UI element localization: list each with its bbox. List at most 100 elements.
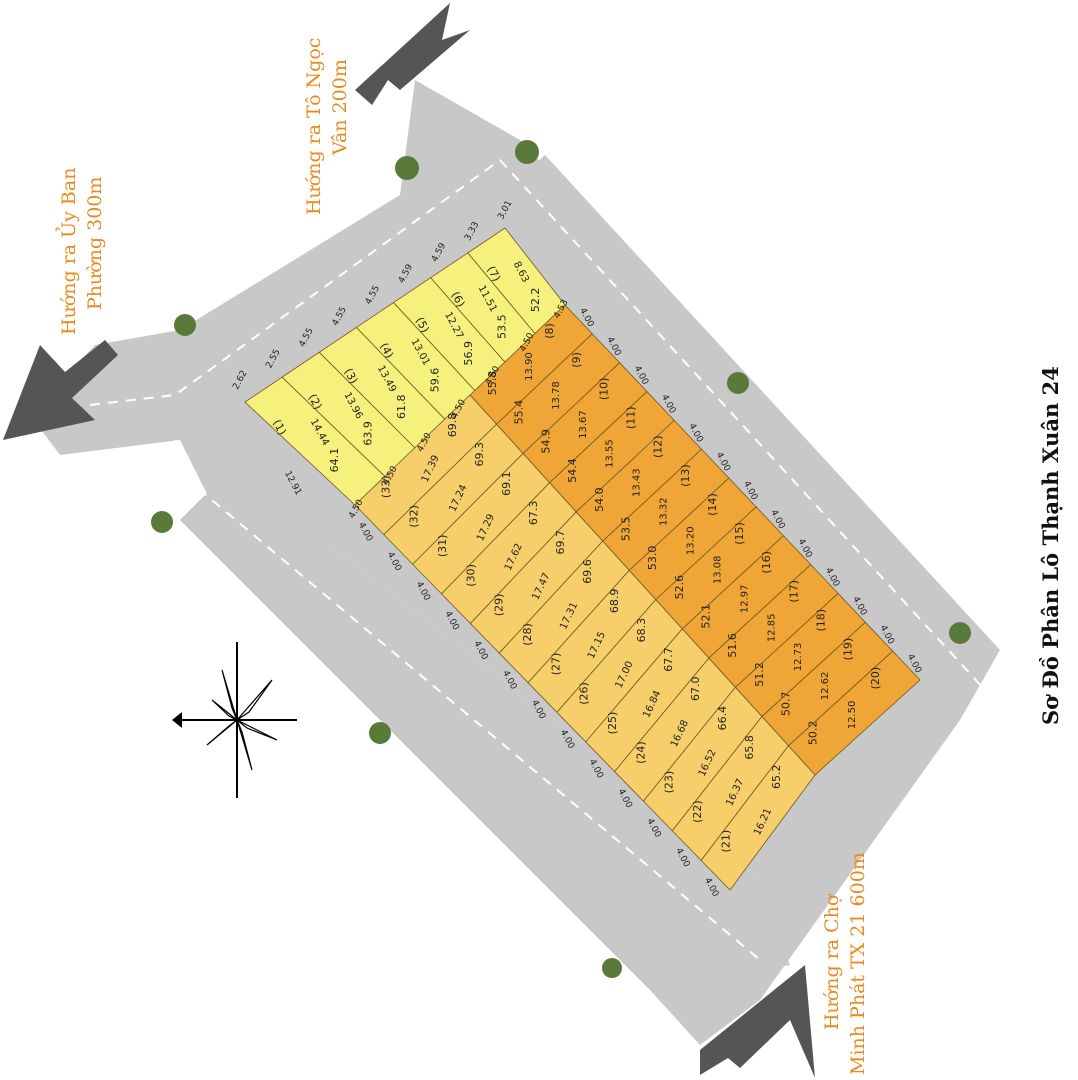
direction-top-left-line1: Hướng ra Ủy Ban [55,168,80,335]
direction-arrows [3,3,815,1078]
lot-length: 13.32 [659,497,670,526]
lot-area: 69.7 [554,530,567,555]
lot-area: 51.2 [753,662,766,687]
lot-id: (2) [306,392,325,412]
lot-id: (7) [484,264,503,284]
compass-icon [172,642,297,798]
tree-icon [174,314,196,336]
lot-id: (24) [634,741,647,764]
lot-id: (9) [570,352,583,368]
lot-id: (14) [706,493,719,516]
lot-area: 68.9 [608,589,621,614]
lot-area: 55.4 [513,400,526,425]
lot-length: 13.90 [524,352,535,381]
lot-id: (5) [413,315,432,335]
direction-top-left-line2: Phường 300m [84,177,106,310]
page-title: Sơ Đồ Phân Lô Thạnh Xuân 24 [1038,366,1063,725]
lot-length: 13.43 [632,468,643,497]
lot-area: 53.5 [496,314,509,339]
lot-id: (19) [842,638,855,661]
arrow-bottom-icon [700,965,815,1078]
lot-area: 64.1 [328,448,341,473]
lot-id: (27) [549,653,562,676]
lot-id: (3) [341,366,360,386]
lots-layer [244,227,921,891]
lot-id: (29) [493,594,506,617]
lot-id: (13) [679,464,692,487]
tree-icon [515,140,539,164]
direction-bottom-line2: Minh Phát TX 21 600m [847,852,869,1075]
direction-bottom-line1: Hướng ra Chợ [821,893,843,1030]
lot-area: 67.0 [689,677,702,702]
lot-id: (20) [869,667,882,690]
lot-id: (11) [624,406,637,429]
lot-id: (25) [606,712,619,735]
lot-area: 69.6 [581,559,594,584]
lot-id: (18) [815,609,828,632]
lot-id: (8) [543,323,556,339]
lot-id: (4) [377,341,396,361]
lot-area: 50.7 [780,691,793,716]
lot-id: (15) [733,522,746,545]
lot-id: (6) [449,289,468,309]
lot-area: 53.0 [646,546,659,571]
trees [151,140,971,978]
lot-length: 13.20 [686,526,697,555]
lot-area: 55.8 [486,371,499,396]
road-centerline-right [499,159,986,691]
lot-area: 50.2 [806,721,819,746]
lot-area: 54.4 [566,458,579,483]
tree-icon [151,511,173,533]
tree-icon [395,156,419,180]
lot-id: (26) [578,682,591,705]
direction-top-line1: Hướng ra Tô Ngọc [303,38,325,215]
lot-area: 59.6 [429,368,442,393]
road-bottom [180,490,790,990]
lot-area: 67.3 [527,501,540,526]
lot-area: 52.6 [673,575,686,600]
lot-area: 51.6 [726,633,739,658]
lot-length: 13.78 [551,381,562,410]
lot-id: (33) [379,476,392,499]
lot-area: 68.3 [635,618,648,643]
lot-area: 54.9 [539,429,552,454]
lot-length: 13.55 [605,439,616,468]
lot-id: (1) [270,417,289,437]
lot-area: 52.2 [529,288,542,313]
lot-area: 52.1 [700,604,713,629]
direction-bottom: Hướng ra Chợ Minh Phát TX 21 600m [821,852,869,1075]
lot-length: 13.08 [712,555,723,584]
lot-id: (31) [436,535,449,558]
lot-id: (16) [760,551,773,574]
lot-id: (12) [652,435,665,458]
lot-length: 12.97 [739,585,750,614]
lot-area: 69.1 [500,471,513,496]
lot-length: 13.67 [578,410,589,439]
lot-id: (32) [408,505,421,528]
lot-area: 56.9 [462,341,475,366]
lot-area: 53.5 [619,517,632,542]
tree-icon [369,722,391,744]
lot-area: 65.8 [743,735,756,760]
lot-area: 69.8 [446,413,459,438]
direction-top-line2: Vân 200m [329,59,351,156]
lot-id: (21) [719,830,732,853]
lot-21[interactable] [700,745,816,891]
arrow-top-icon [355,3,470,105]
lot-id: (17) [787,580,800,603]
tree-icon [727,372,749,394]
direction-top-left: Hướng ra Ủy Ban Phường 300m [55,168,106,335]
lot-area: 66.4 [716,706,729,731]
direction-top: Hướng ra Tô Ngọc Vân 200m [303,38,351,215]
road-centerline-left [174,439,761,961]
tree-icon [602,958,622,978]
lot-length: 12.50 [847,701,858,730]
lot-length: 12.62 [820,672,831,701]
lot-area: 63.9 [361,421,374,446]
lot-id: (28) [521,623,534,646]
lot-length: 12.85 [766,614,777,643]
lot-id: (10) [597,378,610,401]
arrow-top-left-icon [3,340,118,440]
lot-area: 61.8 [395,394,408,419]
